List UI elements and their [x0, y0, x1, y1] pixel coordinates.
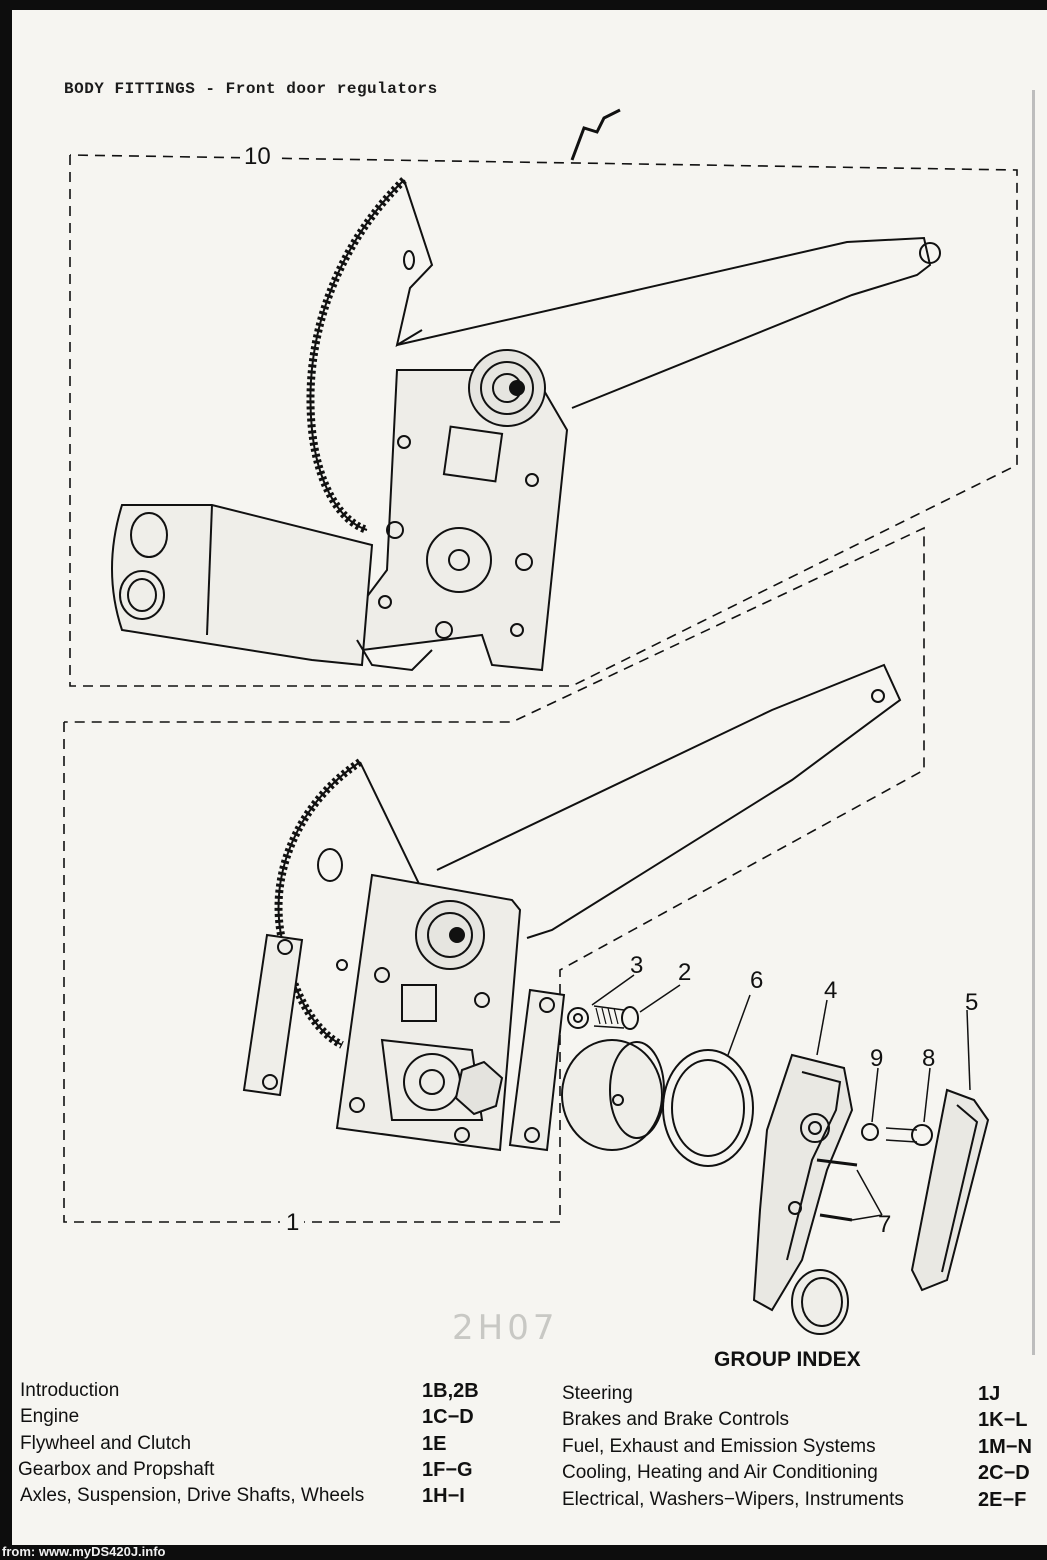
- index-label-axles: Axles, Suspension, Drive Shafts, Wheels: [20, 1485, 365, 1506]
- callout-8: 8: [922, 1045, 935, 1072]
- page-title: BODY FITTINGS - Front door regulators: [64, 80, 438, 98]
- index-label-electrical: Electrical, Washers−Wipers, Instruments: [562, 1489, 904, 1510]
- index-code-fuel: 1M−N: [978, 1436, 1032, 1458]
- assembly-outline-1: [63, 526, 925, 1223]
- index-code-gearbox: 1F−G: [422, 1459, 473, 1481]
- source-footer: from: www.myDS420J.info: [2, 1544, 166, 1559]
- index-code-electrical: 2E−F: [978, 1489, 1027, 1511]
- callout-10: 10: [244, 143, 271, 170]
- index-label-brakes: Brakes and Brake Controls: [562, 1409, 790, 1430]
- leader-lines: [591, 974, 971, 1221]
- index-code-introduction: 1B,2B: [422, 1380, 479, 1402]
- index-code-engine: 1C−D: [422, 1406, 474, 1428]
- callout-6: 6: [750, 967, 763, 994]
- index-label-gearbox: Gearbox and Propshaft: [18, 1459, 215, 1480]
- index-label-flywheel: Flywheel and Clutch: [20, 1433, 192, 1454]
- index-label-fuel: Fuel, Exhaust and Emission Systems: [562, 1436, 876, 1457]
- index-label-introduction: Introduction: [20, 1380, 120, 1401]
- index-code-brakes: 1K−L: [978, 1409, 1028, 1431]
- pencil-note: 2H07: [452, 1308, 559, 1348]
- catalogue-page: BODY FITTINGS - Front door regulators: [12, 10, 1047, 1545]
- index-label-engine: Engine: [20, 1406, 80, 1427]
- index-code-flywheel: 1E: [422, 1433, 447, 1455]
- callout-labels: 10 1 3 2 6 4 5 9 8 7: [240, 143, 978, 1238]
- callout-7: 7: [878, 1211, 891, 1238]
- index-label-cooling: Cooling, Heating and Air Conditioning: [562, 1462, 878, 1483]
- index-code-steering: 1J: [978, 1383, 1001, 1405]
- group-index-title: GROUP INDEX: [714, 1348, 861, 1371]
- assembly-outline-10: [69, 154, 1018, 687]
- exploded-diagram: 10 1 3 2 6 4 5 9 8 7: [63, 108, 1018, 1335]
- handle-parts-drawing: [561, 1005, 990, 1335]
- callout-3: 3: [630, 952, 643, 979]
- callout-1: 1: [286, 1209, 299, 1236]
- callout-5: 5: [965, 989, 978, 1016]
- upper-regulator-drawing: [111, 177, 941, 672]
- callout-2: 2: [678, 959, 691, 986]
- index-code-cooling: 2C−D: [978, 1462, 1030, 1484]
- page-edge-rule: [1032, 90, 1035, 1355]
- callout-9: 9: [870, 1045, 883, 1072]
- index-label-steering: Steering: [562, 1383, 633, 1404]
- lower-regulator-drawing: [242, 663, 902, 1152]
- index-code-axles: 1H−I: [422, 1485, 465, 1507]
- callout-4: 4: [824, 977, 837, 1004]
